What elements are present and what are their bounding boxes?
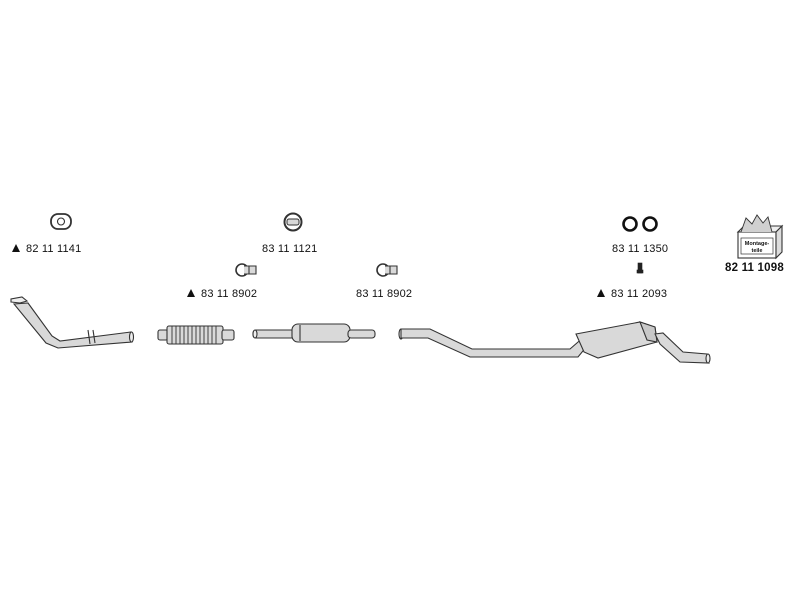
mounting-kit-box-icon: Montage- teile xyxy=(736,214,784,260)
clamp-2-icon xyxy=(376,263,398,277)
part-label-mounting-kit: 82 11 1098 xyxy=(725,262,784,274)
part-number: 83 11 1121 xyxy=(262,243,318,255)
part-label-clamp-2: 83 11 8902 xyxy=(356,288,412,300)
front-gasket-icon xyxy=(50,213,72,230)
center-silencer-part xyxy=(252,323,376,343)
part-number: 83 11 8902 xyxy=(356,288,413,300)
part-label-front-gasket: 82 11 1141 xyxy=(12,243,81,255)
part-number: 83 11 8902 xyxy=(201,288,258,300)
hanger-icon xyxy=(636,262,644,274)
mounting-kit-box-text-1: Montage- xyxy=(745,241,770,247)
front-pipe-part xyxy=(10,296,135,349)
rear-silencer-part xyxy=(398,321,711,364)
part-number: 83 11 2093 xyxy=(611,288,668,300)
warning-triangle-icon xyxy=(187,289,195,297)
flex-pipe-part xyxy=(157,325,235,345)
part-label-clamp-1: 83 11 8902 xyxy=(187,288,257,300)
mounting-kit-box-text-2: teile xyxy=(751,248,762,254)
warning-triangle-icon xyxy=(12,244,20,252)
warning-triangle-icon xyxy=(597,289,605,297)
part-label-middle-gasket: 83 11 1121 xyxy=(262,243,317,255)
rubber-rings-icon xyxy=(622,216,658,232)
part-number: 82 11 1098 xyxy=(725,262,784,274)
part-number: 83 11 1350 xyxy=(612,243,669,255)
part-label-hanger: 83 11 2093 xyxy=(597,288,667,300)
part-number: 82 11 1141 xyxy=(26,243,82,255)
middle-gasket-icon xyxy=(283,212,303,232)
clamp-1-icon xyxy=(235,263,257,277)
part-label-rubber-rings: 83 11 1350 xyxy=(612,243,668,255)
